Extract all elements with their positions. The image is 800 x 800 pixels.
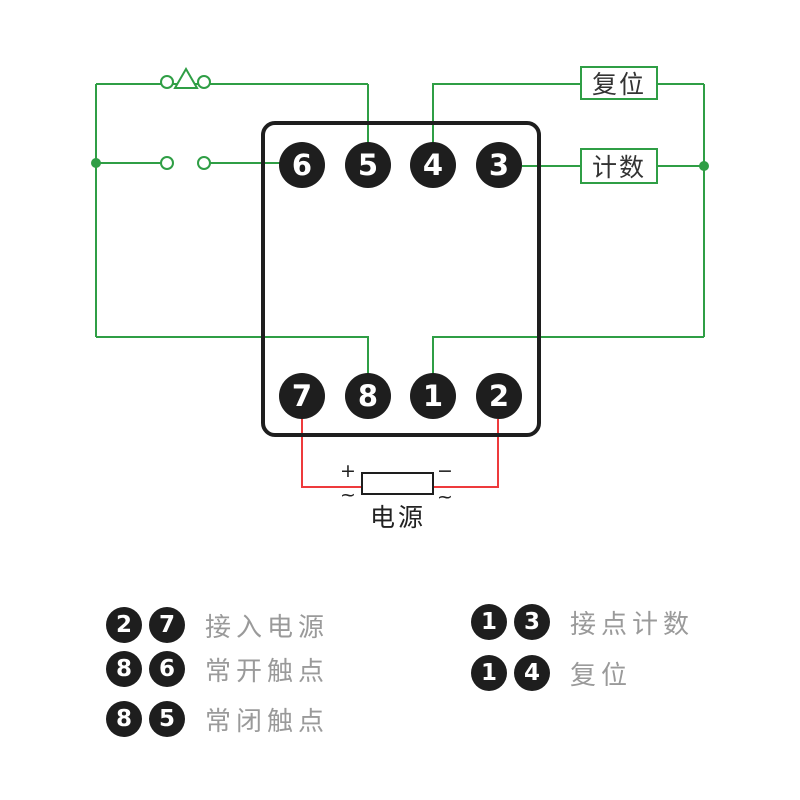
pin-5: 5 [345,142,391,188]
no-contact-left-icon [160,156,174,170]
legend-row-reset: 1 4 复位 [471,655,632,691]
legend-label-reset: 复位 [570,660,633,691]
reset-signal-box: 复位 [580,66,658,100]
power-source-box [361,472,434,495]
pin-8: 8 [345,373,391,419]
legend-pin-badge: 1 [471,655,507,691]
pin-8-number: 8 [357,379,379,413]
junction-dot-right [699,161,709,171]
legend-badge-number: 3 [523,609,540,635]
pin-6: 6 [279,142,325,188]
legend-row-power: 2 7 接入电源 [106,607,329,643]
legend-pin-badge: 4 [514,655,550,691]
wire-pin2-power [433,419,499,488]
pin-3-number: 3 [488,148,510,182]
pin-5-number: 5 [357,148,379,182]
pin-6-number: 6 [291,148,313,182]
legend-badge-number: 1 [480,660,497,686]
count-signal-label: 计数 [591,153,646,182]
pin-1-number: 1 [422,379,444,413]
pin-7-number: 7 [291,379,313,413]
legend-pin-badge: 2 [106,607,142,643]
legend-badge-number: 8 [115,706,132,732]
pin-7: 7 [279,373,325,419]
power-source-label: 电源 [369,503,426,532]
pin-4: 4 [410,142,456,188]
wire-pin1-net [432,336,704,374]
legend-pin-badge: 8 [106,651,142,687]
legend-badge-number: 1 [480,609,497,635]
legend-label-power: 接入电源 [205,612,330,643]
wire-pin4-reset-net [432,83,580,143]
legend-pin-badge: 1 [471,604,507,640]
legend-badge-number: 8 [115,656,132,682]
no-contact-right-icon [197,156,211,170]
power-tilde-left: ~ [340,484,356,506]
legend-pin-badge: 7 [149,607,185,643]
legend-badge-number: 6 [158,656,175,682]
legend-pin-badge: 8 [106,701,142,737]
wire-pin7-power [301,419,362,488]
count-signal-box: 计数 [580,148,658,184]
legend-pin-badge: 5 [149,701,185,737]
pin-2: 2 [476,373,522,419]
power-minus-sign: − [437,460,453,482]
junction-dot-left [91,158,101,168]
legend-row-no-contact: 8 6 常开触点 [106,651,329,687]
legend-badge-number: 2 [115,612,132,638]
pin-3: 3 [476,142,522,188]
nc-contact-right-icon [197,75,211,89]
legend-label-count: 接点计数 [570,609,695,640]
legend-label-no-contact: 常开触点 [205,656,330,687]
legend-row-count: 1 3 接点计数 [471,604,694,640]
pin-4-number: 4 [422,148,444,182]
legend-badge-number: 4 [523,660,540,686]
power-tilde-right: ~ [437,486,453,508]
legend-row-nc-contact: 8 5 常闭触点 [106,701,329,737]
reset-signal-label: 复位 [591,70,646,99]
legend-label-nc-contact: 常闭触点 [205,706,330,737]
power-plus-sign: + [340,460,356,482]
nc-contact-left-icon [160,75,174,89]
pin-2-number: 2 [488,379,510,413]
legend-pin-badge: 6 [149,651,185,687]
device-body [261,121,541,437]
pin-1: 1 [410,373,456,419]
legend-badge-number: 5 [158,706,175,732]
wire-pin8-net [96,336,369,374]
nc-contact-triangle-icon [173,67,199,89]
legend-badge-number: 7 [158,612,175,638]
legend-pin-badge: 3 [514,604,550,640]
